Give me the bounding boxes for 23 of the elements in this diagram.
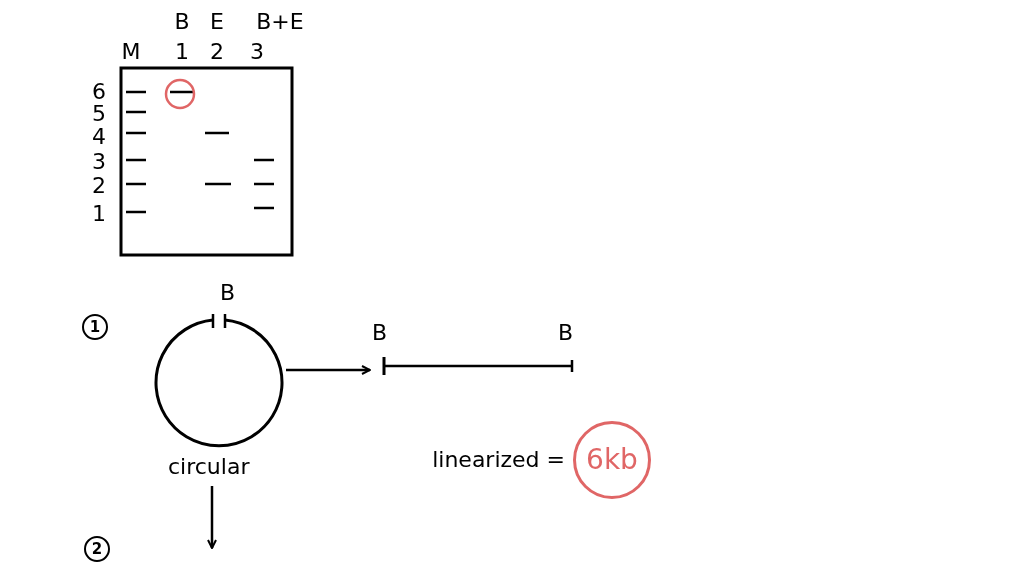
size-label: 5 bbox=[92, 103, 106, 125]
size-label: 2 bbox=[92, 175, 106, 197]
lane-heading: B+E bbox=[256, 11, 304, 33]
site-label: B bbox=[372, 322, 388, 344]
equation-text: linearized = bbox=[432, 449, 565, 471]
lane-heading: B bbox=[174, 11, 190, 33]
size-label: 6 bbox=[92, 81, 106, 103]
lane-label: M bbox=[121, 41, 141, 63]
caption-text: circular bbox=[168, 456, 250, 478]
lane-label: 3 bbox=[250, 41, 264, 63]
step-number: 2 bbox=[84, 536, 110, 562]
arrow bbox=[286, 365, 371, 375]
site-label: B bbox=[558, 322, 574, 344]
size-label: 1 bbox=[92, 203, 106, 225]
lane-label: 1 bbox=[175, 41, 189, 63]
step-number: 1 bbox=[82, 314, 108, 340]
lane-heading: E bbox=[210, 11, 224, 33]
result-text: 6kb bbox=[586, 446, 638, 474]
size-label: 3 bbox=[92, 151, 106, 173]
site-label: B bbox=[220, 282, 236, 304]
arrow bbox=[207, 486, 217, 549]
size-label: 4 bbox=[92, 126, 106, 148]
lane-label: 2 bbox=[210, 41, 224, 63]
